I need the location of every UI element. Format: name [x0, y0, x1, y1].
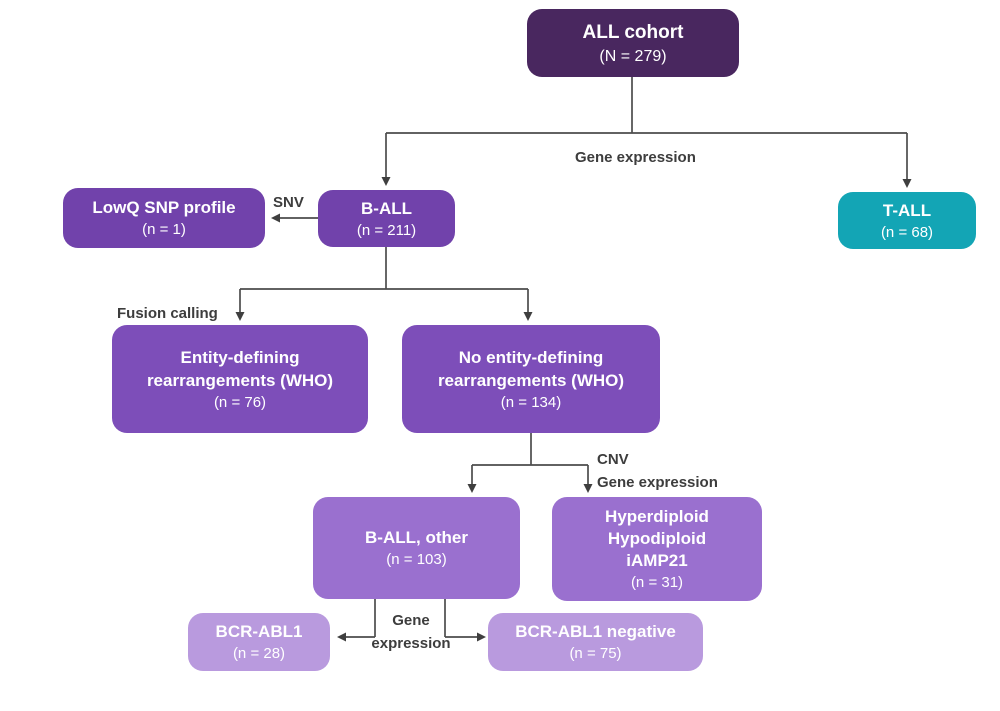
node-all-cohort-count: (N = 279): [599, 47, 667, 65]
node-all-cohort-title: ALL cohort: [582, 21, 684, 43]
node-lowq-title: LowQ SNP profile: [92, 198, 236, 217]
edge-label-gene-expression-bottom-line2: expression: [371, 635, 451, 652]
node-no-entity-count: (n = 134): [500, 393, 562, 411]
node-b-all: B-ALL (n = 211): [318, 190, 455, 247]
node-b-all-count: (n = 211): [356, 221, 417, 239]
node-hyperdiploid-count: (n = 31): [630, 573, 684, 591]
node-no-entity-title-line2: rearrangements (WHO): [437, 370, 625, 390]
edge-label-gene-expression-bottom: Gene expression: [355, 609, 467, 655]
edge-label-fusion-calling: Fusion calling: [117, 305, 218, 322]
node-all-cohort: ALL cohort (N = 279): [527, 9, 739, 77]
node-entity-count: (n = 76): [213, 393, 267, 411]
node-t-all-count: (n = 68): [880, 223, 934, 241]
node-b-all-other-count: (n = 103): [386, 551, 447, 568]
node-bcr-abl1-negative: BCR-ABL1 negative (n = 75): [488, 613, 703, 671]
node-bcr-abl1-negative-title: BCR-ABL1 negative: [515, 622, 676, 641]
node-bcr-abl1-title: BCR-ABL1: [215, 622, 303, 641]
edge-label-snv: SNV: [273, 194, 304, 211]
node-lowq-snp-profile: LowQ SNP profile (n = 1): [63, 188, 265, 248]
edge-label-gene-expression-bottom-line1: Gene: [392, 612, 430, 629]
node-entity-defining: Entity-defining rearrangements (WHO) (n …: [112, 325, 368, 433]
edge-label-gene-expression-mid: Gene expression: [597, 474, 718, 491]
node-bcr-abl1-count: (n = 28): [232, 645, 286, 662]
node-bcr-abl1-negative-count: (n = 75): [569, 645, 622, 662]
node-b-all-title: B-ALL: [361, 198, 412, 218]
node-entity-title-line1: Entity-defining: [180, 347, 300, 367]
node-no-entity-title-line1: No entity-defining: [458, 347, 604, 367]
node-entity-title-line2: rearrangements (WHO): [146, 370, 334, 390]
node-no-entity-defining: No entity-defining rearrangements (WHO) …: [402, 325, 660, 433]
edge-label-cnv: CNV: [597, 451, 629, 468]
node-lowq-count: (n = 1): [142, 221, 186, 238]
edge-label-gene-expression-top: Gene expression: [575, 149, 696, 166]
node-b-all-other-title: B-ALL, other: [365, 528, 468, 547]
node-t-all-title: T-ALL: [882, 200, 932, 220]
node-t-all: T-ALL (n = 68): [838, 192, 976, 249]
node-hyperdiploid-line3: iAMP21: [626, 550, 688, 570]
node-hyperdiploid-line1: Hyperdiploid: [605, 506, 709, 526]
node-bcr-abl1: BCR-ABL1 (n = 28): [188, 613, 330, 671]
node-hyperdiploid-line2: Hypodiploid: [607, 528, 707, 548]
node-b-all-other: B-ALL, other (n = 103): [313, 497, 520, 599]
node-hyperdiploid: Hyperdiploid Hypodiploid iAMP21 (n = 31): [552, 497, 762, 601]
edge-label-cnv-gene-expression: CNV Gene expression: [597, 448, 718, 494]
